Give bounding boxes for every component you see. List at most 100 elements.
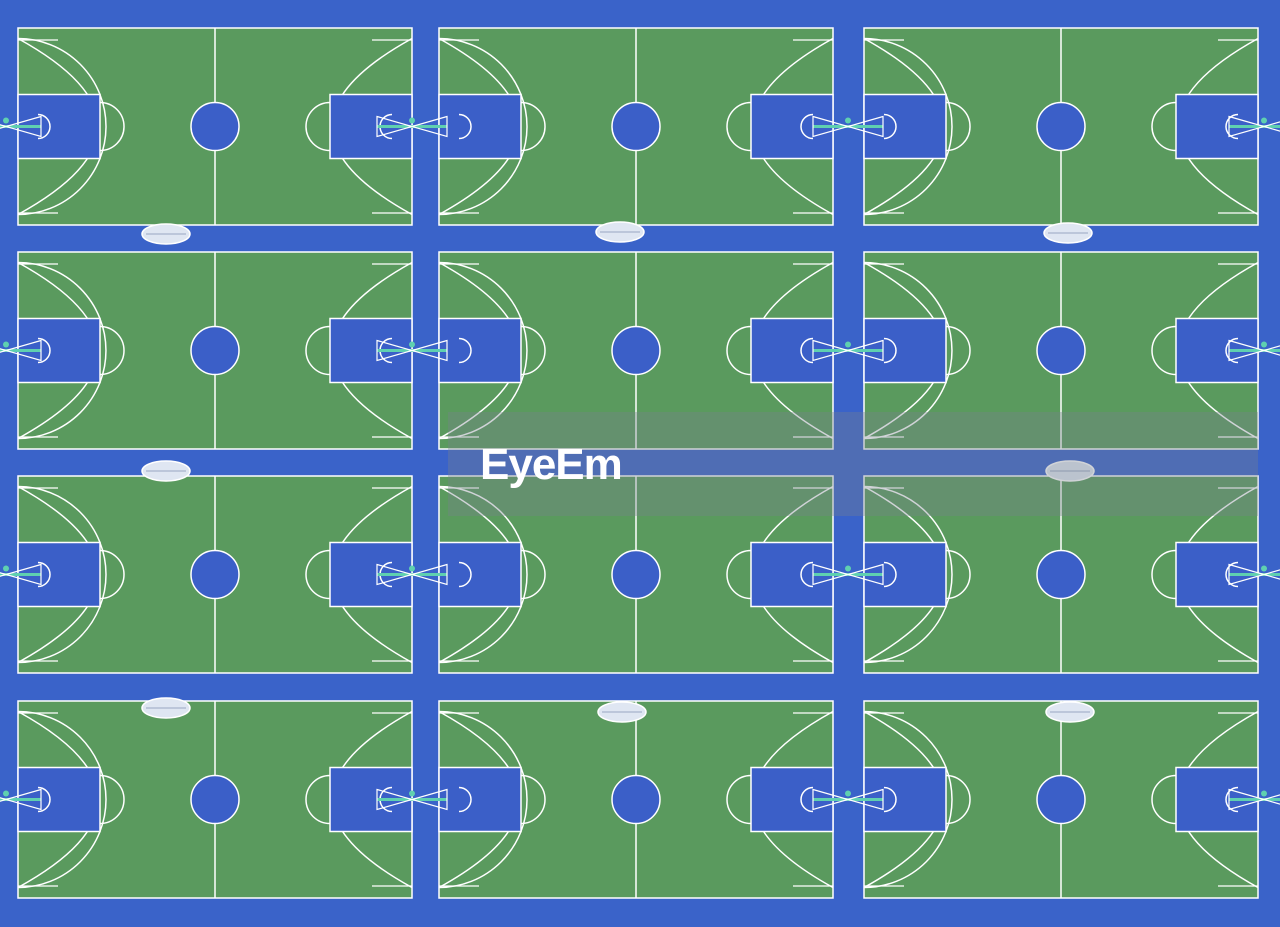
hoop-stand-base <box>845 115 884 138</box>
free-throw-arc-left <box>520 325 546 376</box>
center-circle <box>611 325 661 376</box>
free-throw-arc-right <box>726 101 752 152</box>
hoop-stand <box>812 115 884 138</box>
free-throw-arc-left <box>520 101 546 152</box>
hoop-stand-hub <box>409 117 415 124</box>
free-throw-arc-right <box>726 325 752 376</box>
free-throw-arc-right <box>1151 774 1177 825</box>
free-throw-arc-left <box>520 774 546 825</box>
restricted-arc-left <box>883 561 897 588</box>
bench <box>141 697 191 719</box>
restricted-arc-right <box>800 113 814 140</box>
hoop-stand-base <box>1228 339 1267 362</box>
restricted-arc-left <box>458 113 472 140</box>
three-point-arc-left <box>438 261 528 440</box>
free-throw-arc-right <box>1151 101 1177 152</box>
hoop-stand-base <box>1228 563 1267 586</box>
hoop-stand <box>812 563 884 586</box>
center-circle <box>190 774 240 825</box>
hoop-stand-hub <box>845 565 851 572</box>
hoop-stand <box>1228 115 1280 138</box>
free-throw-arc-right <box>1151 549 1177 600</box>
hoop-stand-base <box>409 115 448 138</box>
hoop-stand <box>376 115 448 138</box>
bench <box>1043 222 1093 244</box>
hoop-stand-base <box>3 339 42 362</box>
restricted-arc-right <box>800 337 814 364</box>
key-left <box>438 317 522 384</box>
hoop-stand-hub <box>1261 117 1267 124</box>
hoop-stand-base <box>376 115 415 138</box>
hoop-stand <box>0 788 42 811</box>
free-throw-arc-left <box>99 774 125 825</box>
hoop-stand-base <box>3 115 42 138</box>
hoop-stand-hub <box>3 790 9 797</box>
center-circle <box>1036 325 1086 376</box>
restricted-arc-left <box>883 113 897 140</box>
three-point-arc-left <box>863 261 953 440</box>
three-point-arc-left <box>863 485 953 664</box>
hoop-stand-base <box>812 788 851 811</box>
basketball-court <box>863 475 1259 674</box>
hoop-stand <box>376 563 448 586</box>
restricted-arc-left <box>883 337 897 364</box>
hoop-stand <box>376 339 448 362</box>
basketball-court <box>17 251 413 450</box>
three-point-arc-left <box>438 485 528 664</box>
hoop-stand-hub <box>3 117 9 124</box>
hoop-stand-base <box>409 788 448 811</box>
restricted-arc-right <box>1225 561 1239 588</box>
hoop-stand-hub <box>845 790 851 797</box>
center-circle <box>1036 774 1086 825</box>
bench <box>595 221 645 243</box>
hoop-stand-base <box>845 788 884 811</box>
three-point-arc-left <box>17 261 107 440</box>
bench <box>141 460 191 482</box>
three-point-arc-left <box>17 37 107 216</box>
basketball-court <box>438 27 834 226</box>
key-left <box>438 541 522 608</box>
hoop-stand-hub <box>409 790 415 797</box>
hoop-stand <box>0 339 42 362</box>
restricted-arc-left <box>37 337 51 364</box>
free-throw-arc-right <box>305 549 331 600</box>
basketball-court <box>17 700 413 899</box>
key-left <box>438 766 522 833</box>
hoop-stand <box>812 339 884 362</box>
center-circle <box>1036 101 1086 152</box>
free-throw-arc-right <box>726 774 752 825</box>
free-throw-arc-right <box>305 325 331 376</box>
restricted-arc-left <box>458 337 472 364</box>
restricted-arc-right <box>1225 786 1239 813</box>
free-throw-arc-left <box>99 101 125 152</box>
hoop-stand <box>0 115 42 138</box>
free-throw-arc-right <box>1151 325 1177 376</box>
free-throw-arc-left <box>99 549 125 600</box>
center-circle <box>190 325 240 376</box>
restricted-arc-right <box>1225 337 1239 364</box>
bench <box>141 223 191 245</box>
hoop-stand-base <box>409 339 448 362</box>
restricted-arc-right <box>1225 113 1239 140</box>
hoop-stand-hub <box>845 341 851 348</box>
hoop-stand-hub <box>1261 341 1267 348</box>
hoop-stand <box>376 788 448 811</box>
hoop-stand <box>1228 788 1280 811</box>
three-point-arc-left <box>17 485 107 664</box>
free-throw-arc-left <box>945 101 971 152</box>
free-throw-arc-left <box>945 774 971 825</box>
hoop-stand-base <box>376 788 415 811</box>
hoop-stand-hub <box>409 565 415 572</box>
free-throw-arc-right <box>726 549 752 600</box>
three-point-arc-left <box>438 37 528 216</box>
hoop-stand-base <box>376 339 415 362</box>
hoop-stand-base <box>845 563 884 586</box>
hoop-stand-base <box>845 339 884 362</box>
restricted-arc-right <box>800 561 814 588</box>
three-point-arc-left <box>863 37 953 216</box>
hoop-stand-base <box>3 788 42 811</box>
three-point-arc-left <box>17 710 107 889</box>
hoop-stand-hub <box>3 341 9 348</box>
restricted-arc-left <box>37 113 51 140</box>
